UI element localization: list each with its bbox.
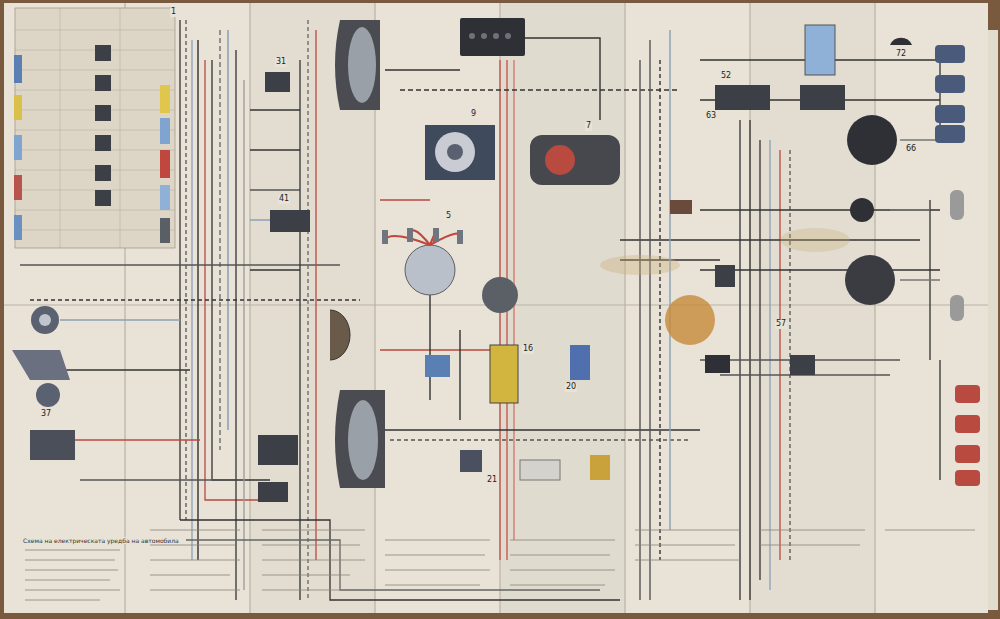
- callout-number: 20: [565, 383, 577, 392]
- callout-number: 5: [445, 212, 452, 221]
- callout-number: 21: [486, 476, 498, 485]
- callout-number: 31: [275, 58, 287, 67]
- callout-number: 72: [895, 50, 907, 59]
- callout-number: 52: [720, 72, 732, 81]
- callout-number: 57: [775, 320, 787, 329]
- callout-number: 7: [585, 122, 592, 131]
- callout-number: 41: [278, 195, 290, 204]
- caption: Схема на електрическата уредба на автомо…: [22, 537, 180, 544]
- callout-number: 37: [40, 410, 52, 419]
- callout-number: 1: [170, 8, 177, 17]
- callout-number: 16: [522, 345, 534, 354]
- callout-number: 66: [905, 145, 917, 154]
- callout-number: 9: [470, 110, 477, 119]
- callout-number: 63: [705, 112, 717, 121]
